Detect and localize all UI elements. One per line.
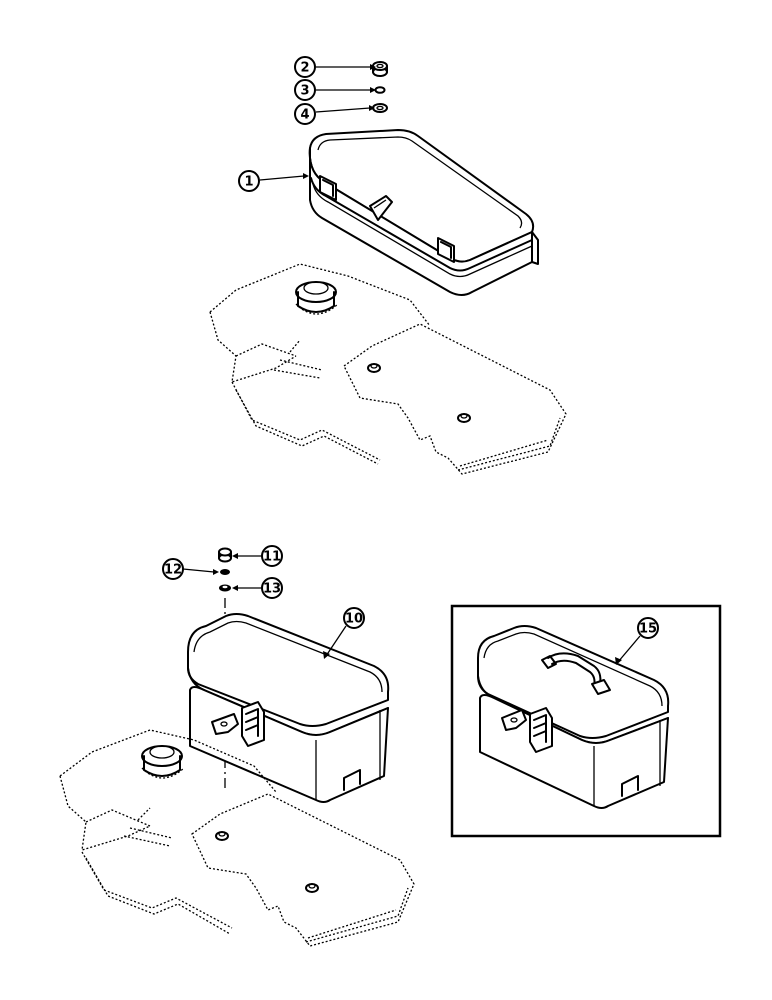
callout-12: 12: [162, 558, 219, 580]
callout-label-10: 10: [345, 612, 363, 627]
hardware-lockwasher-3: [374, 86, 386, 94]
handled-tool-box: [477, 625, 670, 809]
callout-13: 13: [232, 577, 283, 599]
callout-label-3: 3: [300, 84, 309, 99]
hardware-washer-13: [219, 584, 231, 592]
fender-platform-top: [209, 263, 567, 475]
long-tool-box: [308, 129, 539, 296]
callout-15: 15: [615, 617, 659, 665]
callout-label-13: 13: [263, 582, 281, 597]
callout-label-12: 12: [164, 563, 182, 578]
callout-label-1: 1: [244, 175, 253, 190]
fender-platform-bottom: [59, 729, 415, 947]
callout-label-4: 4: [300, 108, 309, 123]
callout-label-11: 11: [263, 550, 281, 565]
hardware-nut-2: [372, 61, 388, 77]
callout-10: 10: [323, 607, 365, 659]
callout-4: 4: [294, 103, 375, 125]
hardware-washer-4: [372, 103, 388, 113]
hardware-nut-11: [218, 547, 232, 563]
hardware-lockwasher-12: [220, 569, 230, 575]
callout-label-15: 15: [639, 622, 657, 637]
callout-label-2: 2: [300, 61, 309, 76]
callout-2: 2: [294, 56, 376, 78]
callout-3: 3: [294, 79, 376, 101]
square-tool-box: [187, 613, 390, 803]
callout-1: 1: [238, 170, 309, 192]
callout-11: 11: [232, 545, 283, 567]
